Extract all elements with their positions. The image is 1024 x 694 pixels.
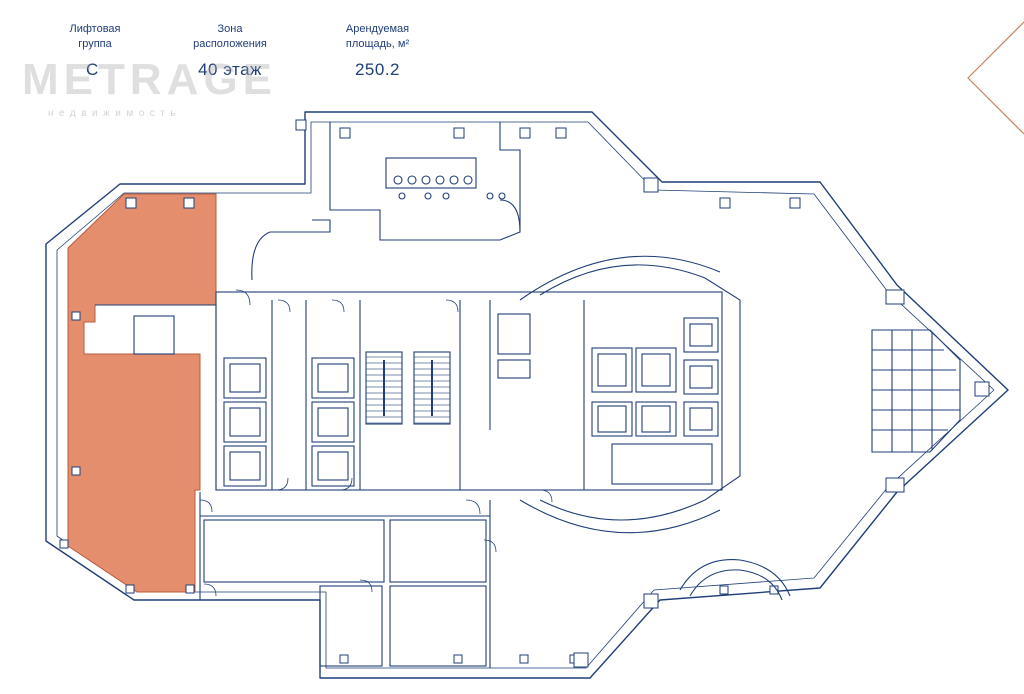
elevator-bank-left [223, 357, 355, 487]
oval-corridor [539, 264, 741, 521]
south-arc [679, 559, 791, 597]
lift-group-info: Лифтовая группа C [60, 22, 130, 80]
toilet-fixtures [393, 175, 506, 200]
restroom-block [329, 122, 521, 241]
core-block [215, 291, 723, 491]
corner-ornament [967, 21, 1024, 135]
restroom-stalls [385, 157, 477, 189]
door-swings [199, 289, 553, 597]
facade-columns [59, 119, 990, 668]
area-info: Арендуемая площадь, м² 250.2 [320, 22, 435, 80]
zone-info: Зона расположения 40 этаж [185, 22, 275, 80]
seating-rows [871, 329, 961, 453]
elevator-bank-right [591, 317, 719, 437]
lift-group-label: Лифтовая группа [69, 23, 121, 50]
area-label: Арендуемая площадь, м² [345, 23, 410, 50]
south-offices [199, 492, 491, 668]
area-value: 250.2 [354, 60, 401, 79]
small-office [133, 315, 175, 355]
rented-office-unit[interactable] [67, 193, 217, 593]
zone-label: Зона расположения [193, 23, 267, 50]
building-outline [45, 111, 1009, 679]
zone-value: 40 этаж [198, 60, 262, 79]
lift-group-value: C [86, 60, 99, 79]
